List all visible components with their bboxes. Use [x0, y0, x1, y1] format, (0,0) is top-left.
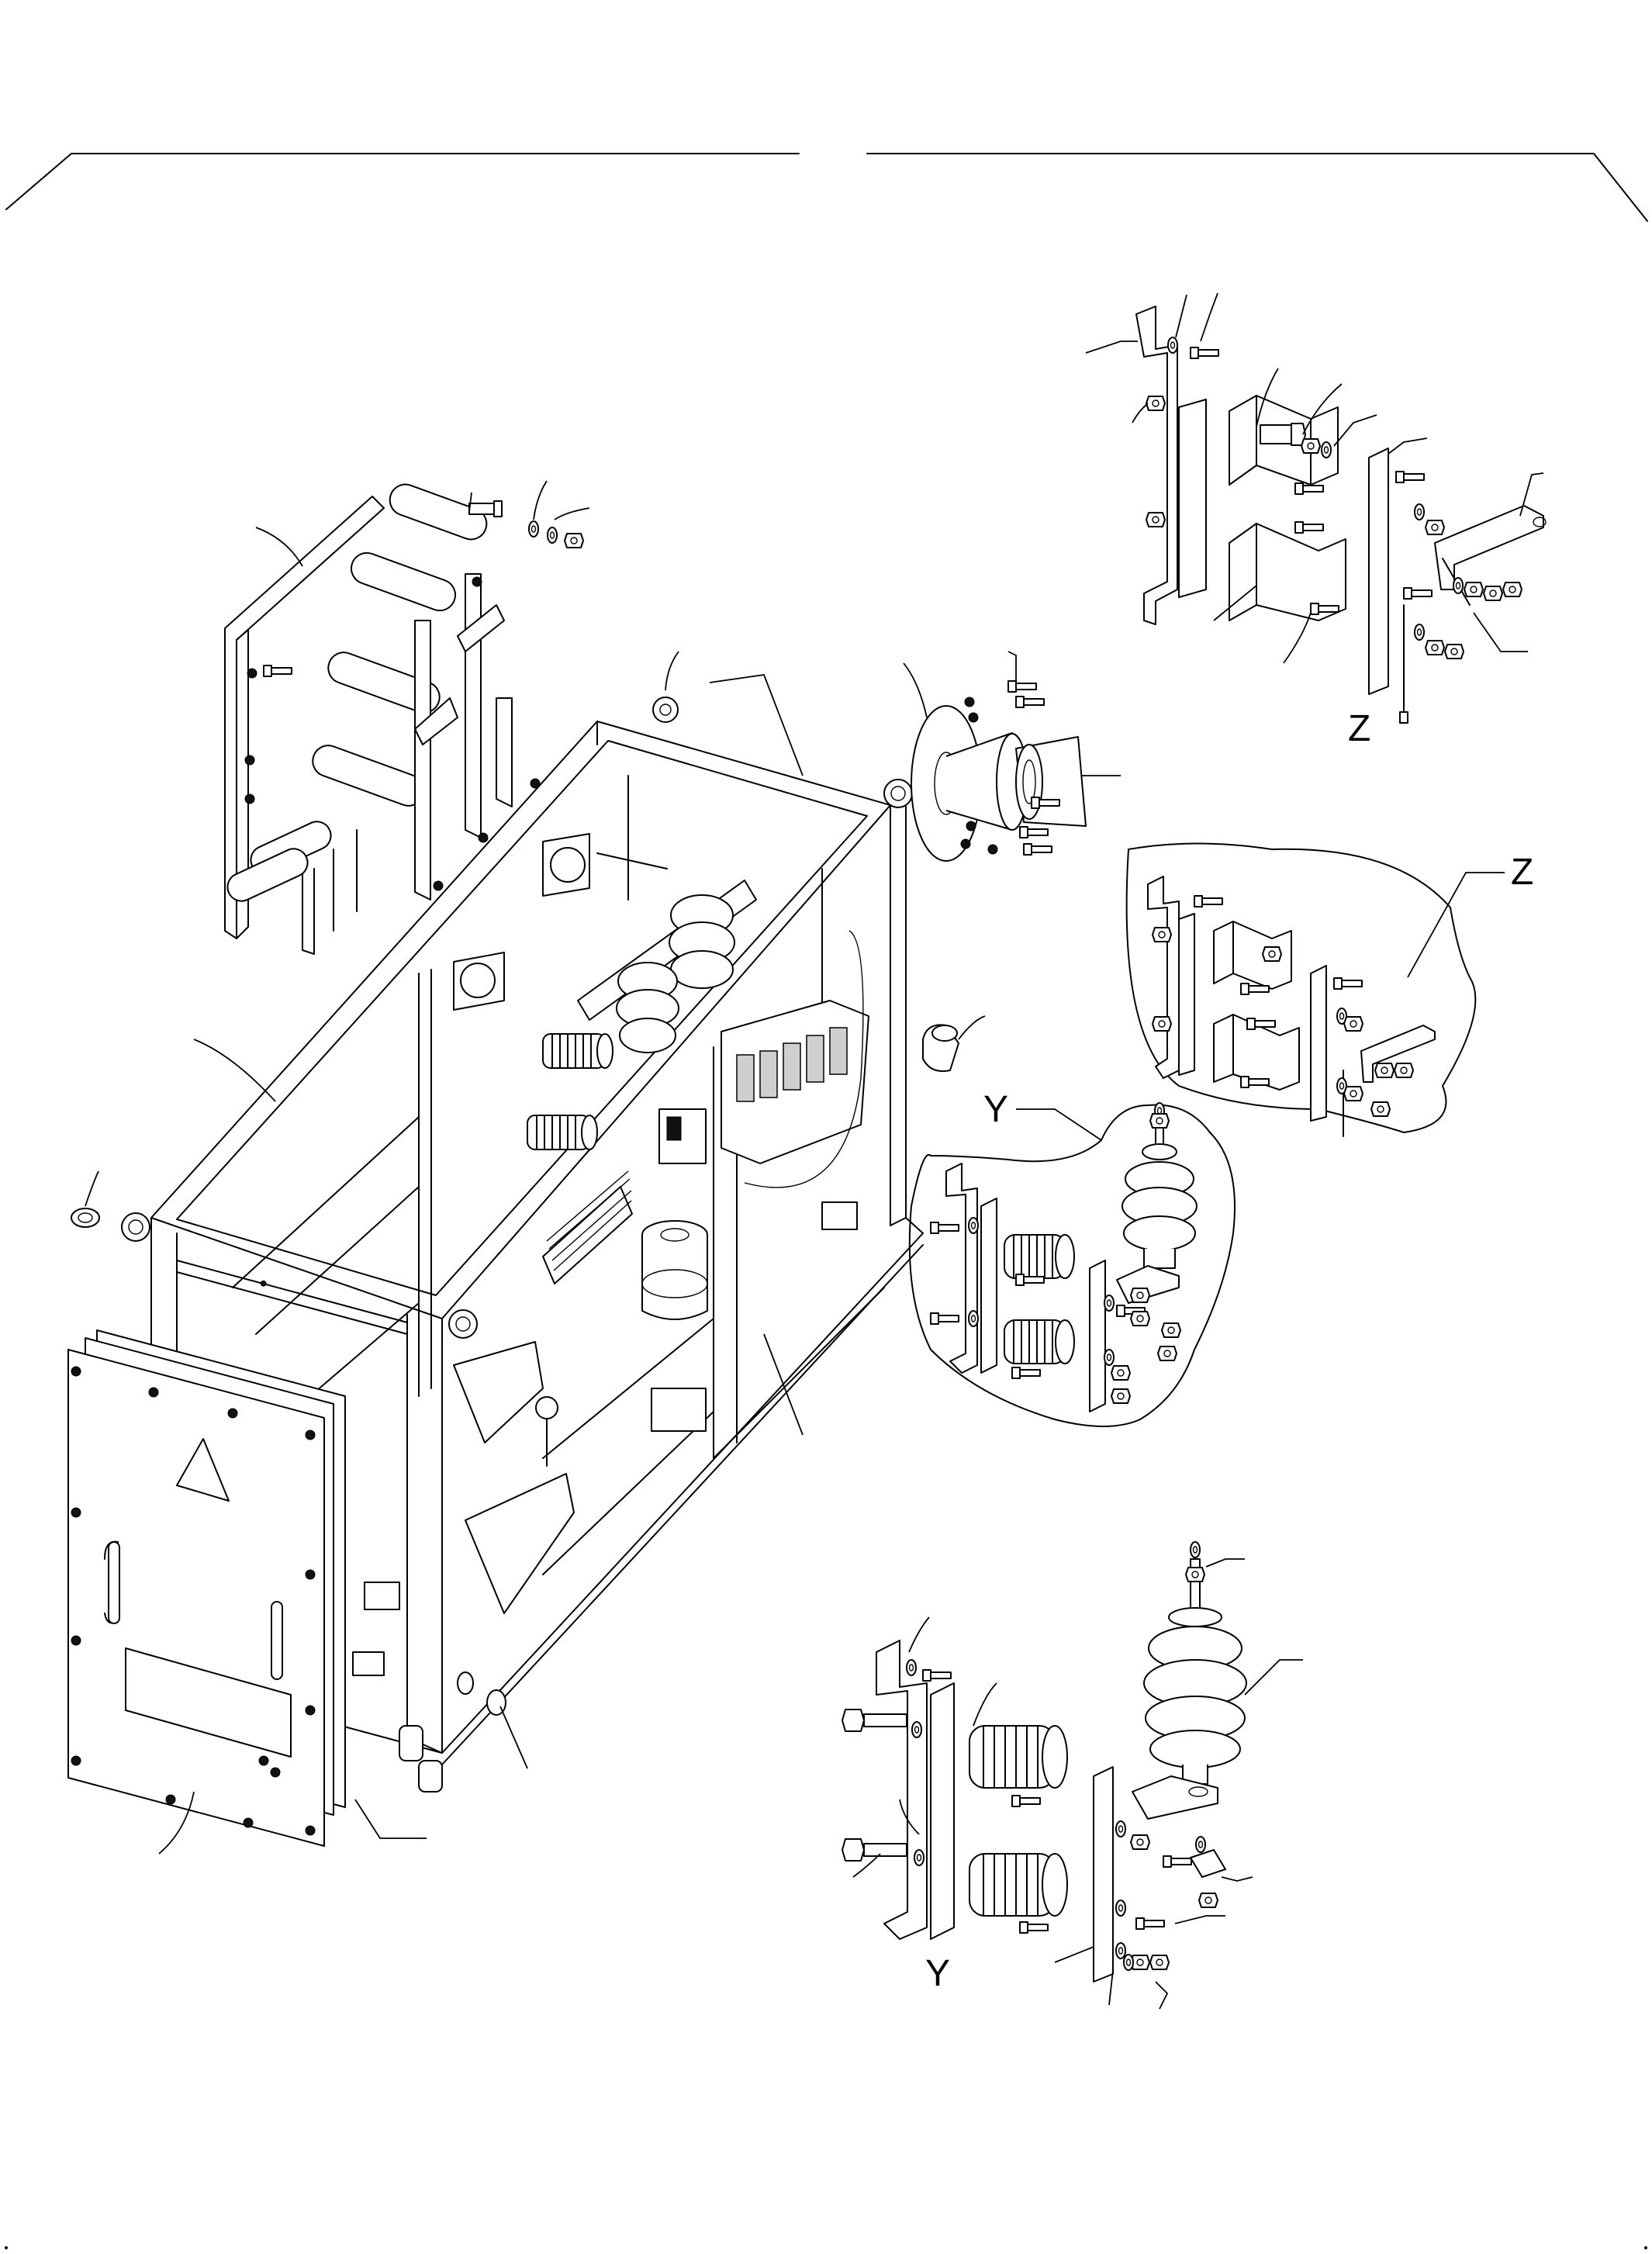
leader-lines	[85, 292, 1544, 2010]
title-frame	[5, 153, 1648, 222]
detail-z-callout-label: Z	[1511, 852, 1533, 893]
bushing-flange	[911, 680, 1087, 862]
cabinet-frame	[121, 697, 924, 1792]
busbar-assembly	[224, 483, 584, 955]
detail-y-callout-label: Y	[983, 1089, 1008, 1130]
detail-y-exploded	[842, 1541, 1247, 1983]
corner-mark	[5, 2246, 8, 2249]
front-door-panel	[67, 1329, 346, 1847]
loose-ring	[71, 1208, 100, 1228]
detail-z-assembled: Z	[1125, 842, 1533, 1137]
frame-screws	[260, 1280, 267, 1287]
corner-mark	[1644, 2246, 1647, 2249]
detail-z-exploded	[1135, 306, 1547, 724]
detail-y-label: Y	[925, 1953, 950, 1994]
detail-z-label: Z	[1348, 708, 1370, 749]
detail-y-assembled: Y	[908, 1089, 1236, 1427]
internal-components	[352, 833, 869, 1716]
elbow-fitting	[922, 1024, 959, 1072]
